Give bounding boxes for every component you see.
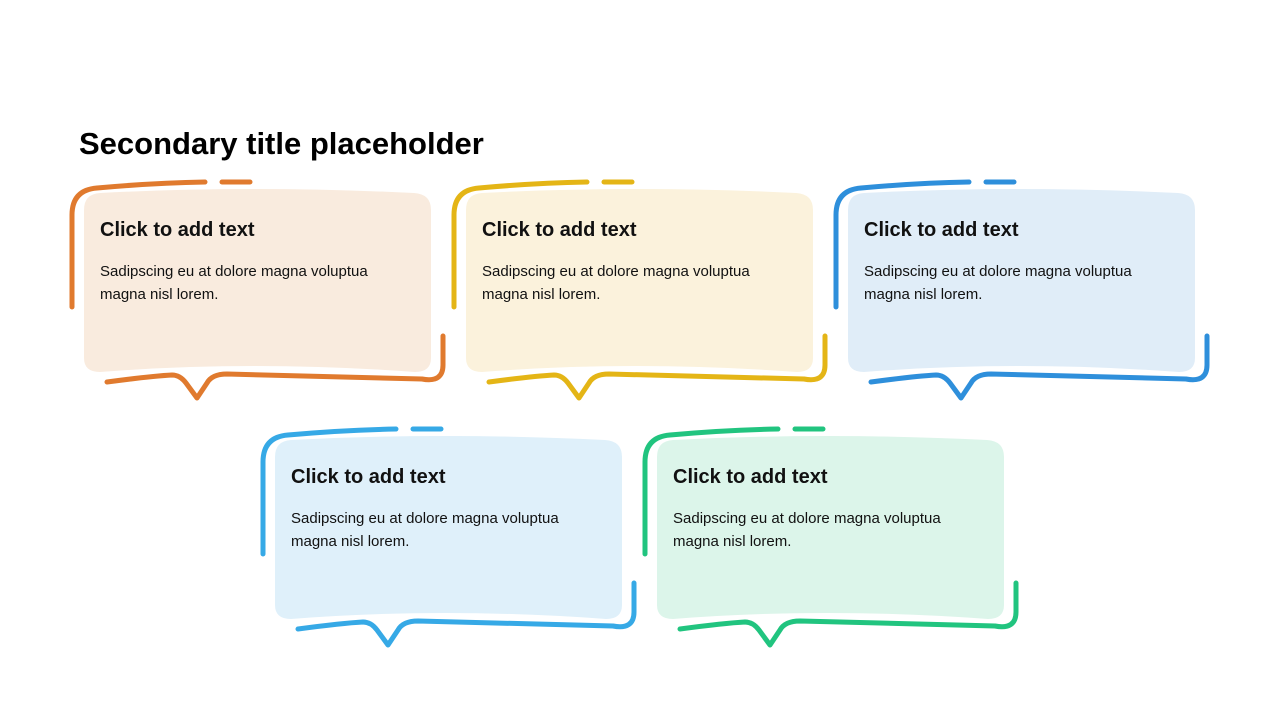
speech-bubble-shape bbox=[642, 426, 1019, 648]
bubble-top-left-stroke bbox=[642, 426, 781, 557]
card-body-text[interactable]: Sadipscing eu at dolore magna voluptua m… bbox=[673, 510, 941, 550]
card-heading[interactable]: Click to add text bbox=[673, 466, 828, 488]
bubble-fill bbox=[848, 189, 1195, 372]
bubble-fill bbox=[657, 436, 1004, 619]
bubble-top-left-stroke bbox=[260, 426, 399, 557]
bubble-fill bbox=[466, 189, 813, 372]
bubble-fill bbox=[84, 189, 431, 372]
card-heading[interactable]: Click to add text bbox=[100, 219, 255, 241]
bubble-top-left-stroke bbox=[451, 179, 590, 310]
bubble-fill bbox=[275, 436, 622, 619]
speech-bubble-shape bbox=[260, 426, 637, 648]
card-body-text[interactable]: Sadipscing eu at dolore magna voluptua m… bbox=[482, 263, 750, 303]
bubble-bottom-tail-stroke bbox=[486, 333, 828, 401]
bubble-bottom-tail-stroke bbox=[295, 580, 637, 648]
speech-bubble-shape bbox=[833, 179, 1210, 401]
card-body-text[interactable]: Sadipscing eu at dolore magna voluptua m… bbox=[100, 263, 368, 303]
card-body-text[interactable]: Sadipscing eu at dolore magna voluptua m… bbox=[291, 510, 559, 550]
bubble-top-left-stroke bbox=[833, 179, 972, 310]
bubble-bottom-tail-stroke bbox=[677, 580, 1019, 648]
bubble-bottom-tail-stroke bbox=[868, 333, 1210, 401]
card-heading[interactable]: Click to add text bbox=[291, 466, 446, 488]
slide-title[interactable]: Secondary title placeholder bbox=[79, 126, 484, 161]
speech-bubble-shape bbox=[451, 179, 828, 401]
bubble-top-left-stroke bbox=[69, 179, 208, 310]
card-heading[interactable]: Click to add text bbox=[482, 219, 637, 241]
bubble-bottom-tail-stroke bbox=[104, 333, 446, 401]
card-heading[interactable]: Click to add text bbox=[864, 219, 1019, 241]
card-body-text[interactable]: Sadipscing eu at dolore magna voluptua m… bbox=[864, 263, 1132, 303]
speech-bubble-shape bbox=[69, 179, 446, 401]
